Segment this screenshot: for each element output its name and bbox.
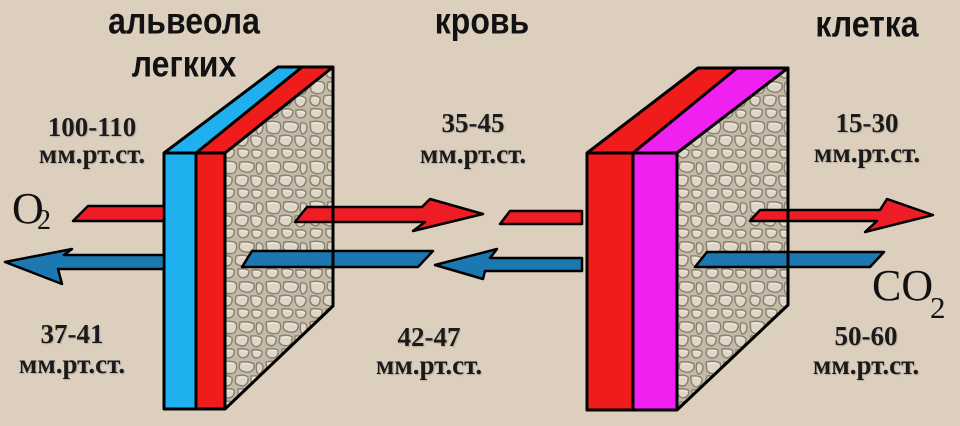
blood-o2-pressure-value: 35-45: [441, 108, 505, 138]
blood-co2-pressure-value: 42-47: [397, 322, 461, 352]
capillary-wall-front-right: [587, 153, 633, 410]
blood-co2-pressure-unit: мм.рт.ст.: [375, 350, 483, 380]
capillary-wall-front: [196, 153, 225, 409]
label-alveola-line1: альвеола: [108, 0, 260, 42]
alveola-wall-top: [164, 67, 302, 153]
co2-arrow-tail-middle: [240, 249, 435, 269]
capillary-wall-top: [196, 67, 333, 153]
cell-texture-face: [677, 68, 788, 410]
label-blood: кровь: [434, 0, 530, 42]
alveola-co2-pressure-unit: мм.рт.ст.: [18, 349, 126, 379]
alveola-o2-pressure-value: 100-110: [47, 112, 137, 142]
alveola-wall-front: [164, 153, 196, 409]
o2-symbol: O: [12, 184, 44, 233]
alveola-o2-pressure-unit: мм.рт.ст.: [38, 139, 146, 169]
o2-arrow-right: [748, 197, 935, 234]
cell-co2-pressure-value: 50-60: [834, 321, 898, 351]
blood-o2-pressure-unit: мм.рт.ст.: [419, 139, 527, 169]
co2-arrow-left: [3, 247, 166, 286]
o2-arrow-tail-middle: [498, 209, 584, 226]
o2-arrows: [71, 197, 935, 234]
block-edge-overlays: [331, 190, 790, 285]
cell-membrane-front: [633, 153, 677, 410]
cell-co2-pressure-unit: мм.рт.ст.: [812, 350, 920, 380]
alveola-co2-pressure-value: 37-41: [40, 319, 104, 349]
co2-subscript: 2: [930, 290, 946, 325]
o2-subscript: 2: [37, 205, 51, 236]
label-alveola-line2: легких: [131, 43, 237, 85]
tissue-texture-face: [225, 67, 333, 409]
capillary-wall-top-right: [587, 68, 737, 153]
label-cell: клетка: [815, 3, 919, 45]
cell-membrane-top: [633, 68, 788, 153]
co2-arrow-middle: [433, 247, 584, 281]
cell-membrane-block: [585, 66, 790, 412]
o2-arrow-tail-left: [71, 204, 166, 223]
alveola-membrane-block: [162, 65, 335, 411]
cell-o2-pressure-value: 15-30: [835, 108, 899, 138]
cell-o2-pressure-unit: мм.рт.ст.: [813, 138, 921, 168]
co2-symbol: CO: [872, 261, 934, 310]
o2-arrow-middle: [293, 197, 485, 233]
